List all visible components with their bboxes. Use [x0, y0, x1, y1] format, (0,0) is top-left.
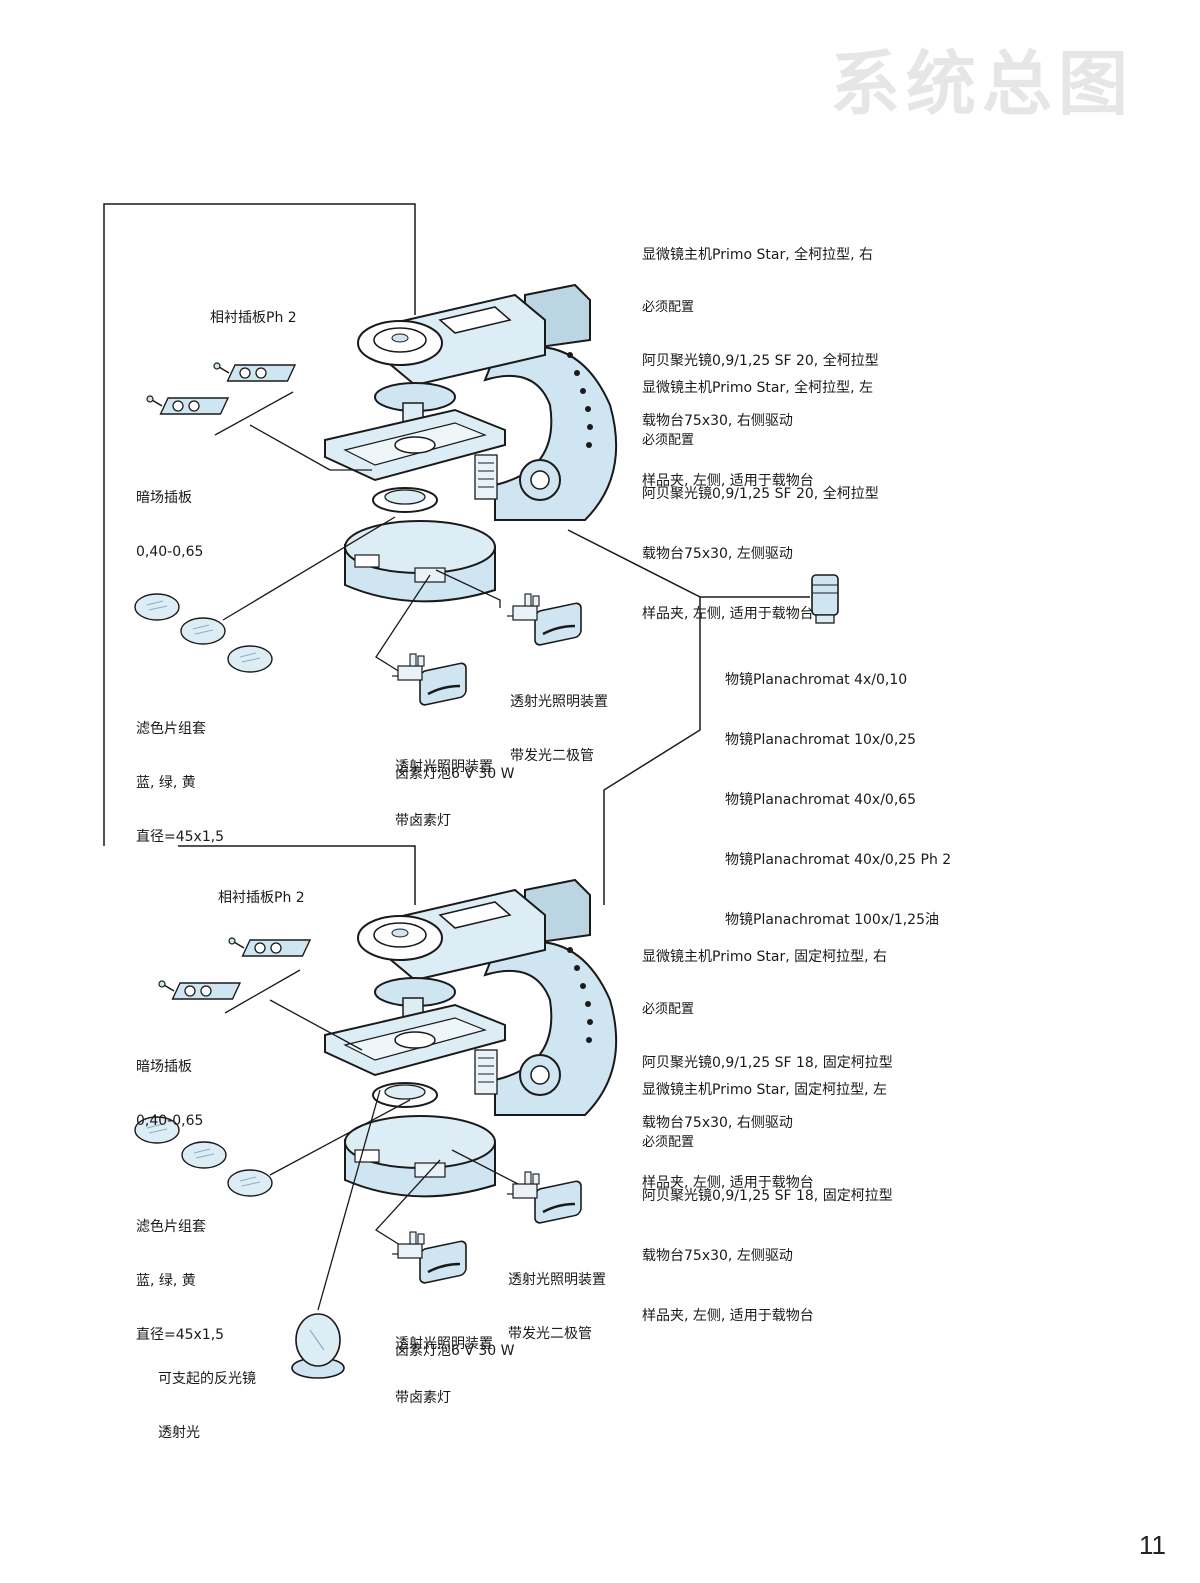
- stand-required: 必须配置: [642, 300, 695, 315]
- stand-left-block-top: 显微镜主机Primo Star, 全柯拉型, 左 必须配置 阿贝聚光镜0,9/1…: [642, 343, 879, 641]
- led-illum-title: 透射光照明装置: [510, 694, 608, 710]
- stand-name: 显微镜主机Primo Star, 全柯拉型, 左: [642, 380, 874, 396]
- filter-set-label-bottom: 滤色片组套 蓝, 绿, 黄 直径=45x1,5: [136, 1182, 224, 1362]
- stand-name: 显微镜主机Primo Star, 固定柯拉型, 左: [642, 1082, 888, 1098]
- filter-set-title: 滤色片组套: [136, 1219, 206, 1235]
- filter-set-title: 滤色片组套: [136, 721, 206, 737]
- led-illum-sub: 带发光二极管: [510, 748, 594, 764]
- halogen-illum-sub: 带卤素灯: [395, 813, 451, 829]
- stand-item: 载物台75x30, 右侧驱动: [642, 1115, 793, 1131]
- stand-name: 显微镜主机Primo Star, 固定柯拉型, 右: [642, 949, 888, 965]
- halogen-illuminator-top: [390, 652, 468, 708]
- stand-item: 样品夹, 左侧, 适用于载物台: [642, 1175, 814, 1191]
- stand-item: 阿贝聚光镜0,9/1,25 SF 20, 全柯拉型: [642, 486, 879, 502]
- halogen-illum-title: 透射光照明装置: [395, 759, 493, 775]
- stand-right-block-bottom: 显微镜主机Primo Star, 固定柯拉型, 右 必须配置 阿贝聚光镜0,9/…: [642, 912, 893, 1210]
- darkfield-title: 暗场插板: [136, 1059, 192, 1075]
- filter-yellow-top: [227, 645, 273, 673]
- filter-set-diameter: 直径=45x1,5: [136, 829, 225, 845]
- darkfield-range: 0,40-0,65: [136, 544, 204, 560]
- stand-item: 载物台75x30, 左侧驱动: [642, 546, 793, 562]
- microscope-bottom: [324, 879, 618, 1198]
- stand-name: 显微镜主机Primo Star, 全柯拉型, 右: [642, 247, 874, 263]
- page-number: 11: [1139, 1530, 1166, 1560]
- stand-left-block-bottom: 显微镜主机Primo Star, 固定柯拉型, 左 必须配置 阿贝聚光镜0,9/…: [642, 1045, 893, 1343]
- led-illum-label-top: 透射光照明装置 带发光二极管: [510, 657, 608, 783]
- objective-item: 物镜Planachromat 10x/0,25: [725, 732, 917, 748]
- phase-slider-label-top: 相衬插板Ph 2: [210, 310, 297, 326]
- stand-item: 阿贝聚光镜0,9/1,25 SF 20, 全柯拉型: [642, 353, 879, 369]
- stand-item: 阿贝聚光镜0,9/1,25 SF 18, 固定柯拉型: [642, 1188, 893, 1204]
- halogen-illum-title: 透射光照明装置: [395, 1336, 493, 1352]
- stand-item: 载物台75x30, 左侧驱动: [642, 1248, 793, 1264]
- darkfield-slider-label-bottom: 暗场插板 0,40-0,65: [136, 1022, 203, 1148]
- mirror-title: 可支起的反光镜: [158, 1371, 256, 1387]
- darkfield-slider-label-top: 暗场插板 0,40-0,65: [136, 453, 203, 579]
- halogen-bulb-label-bottom: 卤素灯泡6 V 30 W: [395, 1343, 515, 1359]
- objectives-list: 物镜Planachromat 4x/0,10 物镜Planachromat 10…: [725, 635, 951, 947]
- stand-item: 样品夹, 左侧, 适用于载物台: [642, 1308, 814, 1324]
- darkfield-title: 暗场插板: [136, 490, 192, 506]
- microscope-top: [324, 284, 618, 603]
- page-title: 系统总图: [830, 43, 1134, 125]
- stand-item: 阿贝聚光镜0,9/1,25 SF 18, 固定柯拉型: [642, 1055, 893, 1071]
- mirror-icon: [291, 1313, 345, 1379]
- halogen-bulb-label-top: 卤素灯泡6 V 30 W: [395, 766, 515, 782]
- stand-right-block-top: 显微镜主机Primo Star, 全柯拉型, 右 必须配置 阿贝聚光镜0,9/1…: [642, 210, 879, 508]
- stand-item: 载物台75x30, 右侧驱动: [642, 413, 793, 429]
- led-illum-label-bottom: 透射光照明装置 带发光二极管: [508, 1235, 606, 1361]
- led-illum-sub: 带发光二极管: [508, 1326, 592, 1342]
- filter-green-top: [180, 617, 226, 645]
- filter-yellow-bottom: [227, 1169, 273, 1197]
- led-illum-title: 透射光照明装置: [508, 1272, 606, 1288]
- filter-set-label-top: 滤色片组套 蓝, 绿, 黄 直径=45x1,5: [136, 684, 224, 864]
- filter-set-colors: 蓝, 绿, 黄: [136, 1273, 196, 1289]
- halogen-illum-label-bottom: 透射光照明装置 带卤素灯: [395, 1299, 493, 1425]
- led-illuminator-bottom: [505, 1170, 583, 1226]
- darkfield-slider-top: [146, 395, 229, 415]
- stand-item: 样品夹, 左侧, 适用于载物台: [642, 473, 814, 489]
- phase-slider-bottom: [228, 937, 311, 957]
- stand-required: 必须配置: [642, 1002, 695, 1017]
- halogen-illum-label-top: 透射光照明装置 带卤素灯: [395, 722, 493, 848]
- led-illuminator-top: [505, 592, 583, 648]
- mirror-label: 可支起的反光镜 透射光: [158, 1334, 256, 1460]
- objective-item: 物镜Planachromat 4x/0,10: [725, 672, 908, 688]
- objective-icon: [811, 574, 839, 624]
- objective-item: 物镜Planachromat 100x/1,25油: [725, 912, 939, 928]
- halogen-illum-sub: 带卤素灯: [395, 1390, 451, 1406]
- objective-item: 物镜Planachromat 40x/0,25 Ph 2: [725, 852, 952, 868]
- phase-slider-label-bottom: 相衬插板Ph 2: [218, 890, 305, 906]
- filter-blue-top: [134, 593, 180, 621]
- stand-required: 必须配置: [642, 433, 695, 448]
- darkfield-range: 0,40-0,65: [136, 1113, 204, 1129]
- phase-slider-top: [213, 362, 296, 382]
- objective-item: 物镜Planachromat 40x/0,65: [725, 792, 917, 808]
- filter-set-diameter: 直径=45x1,5: [136, 1327, 225, 1343]
- darkfield-slider-bottom: [158, 980, 241, 1000]
- mirror-sub: 透射光: [158, 1425, 200, 1441]
- halogen-illuminator-bottom: [390, 1230, 468, 1286]
- stand-required: 必须配置: [642, 1135, 695, 1150]
- filter-set-colors: 蓝, 绿, 黄: [136, 775, 196, 791]
- stand-item: 样品夹, 左侧, 适用于载物台: [642, 606, 814, 622]
